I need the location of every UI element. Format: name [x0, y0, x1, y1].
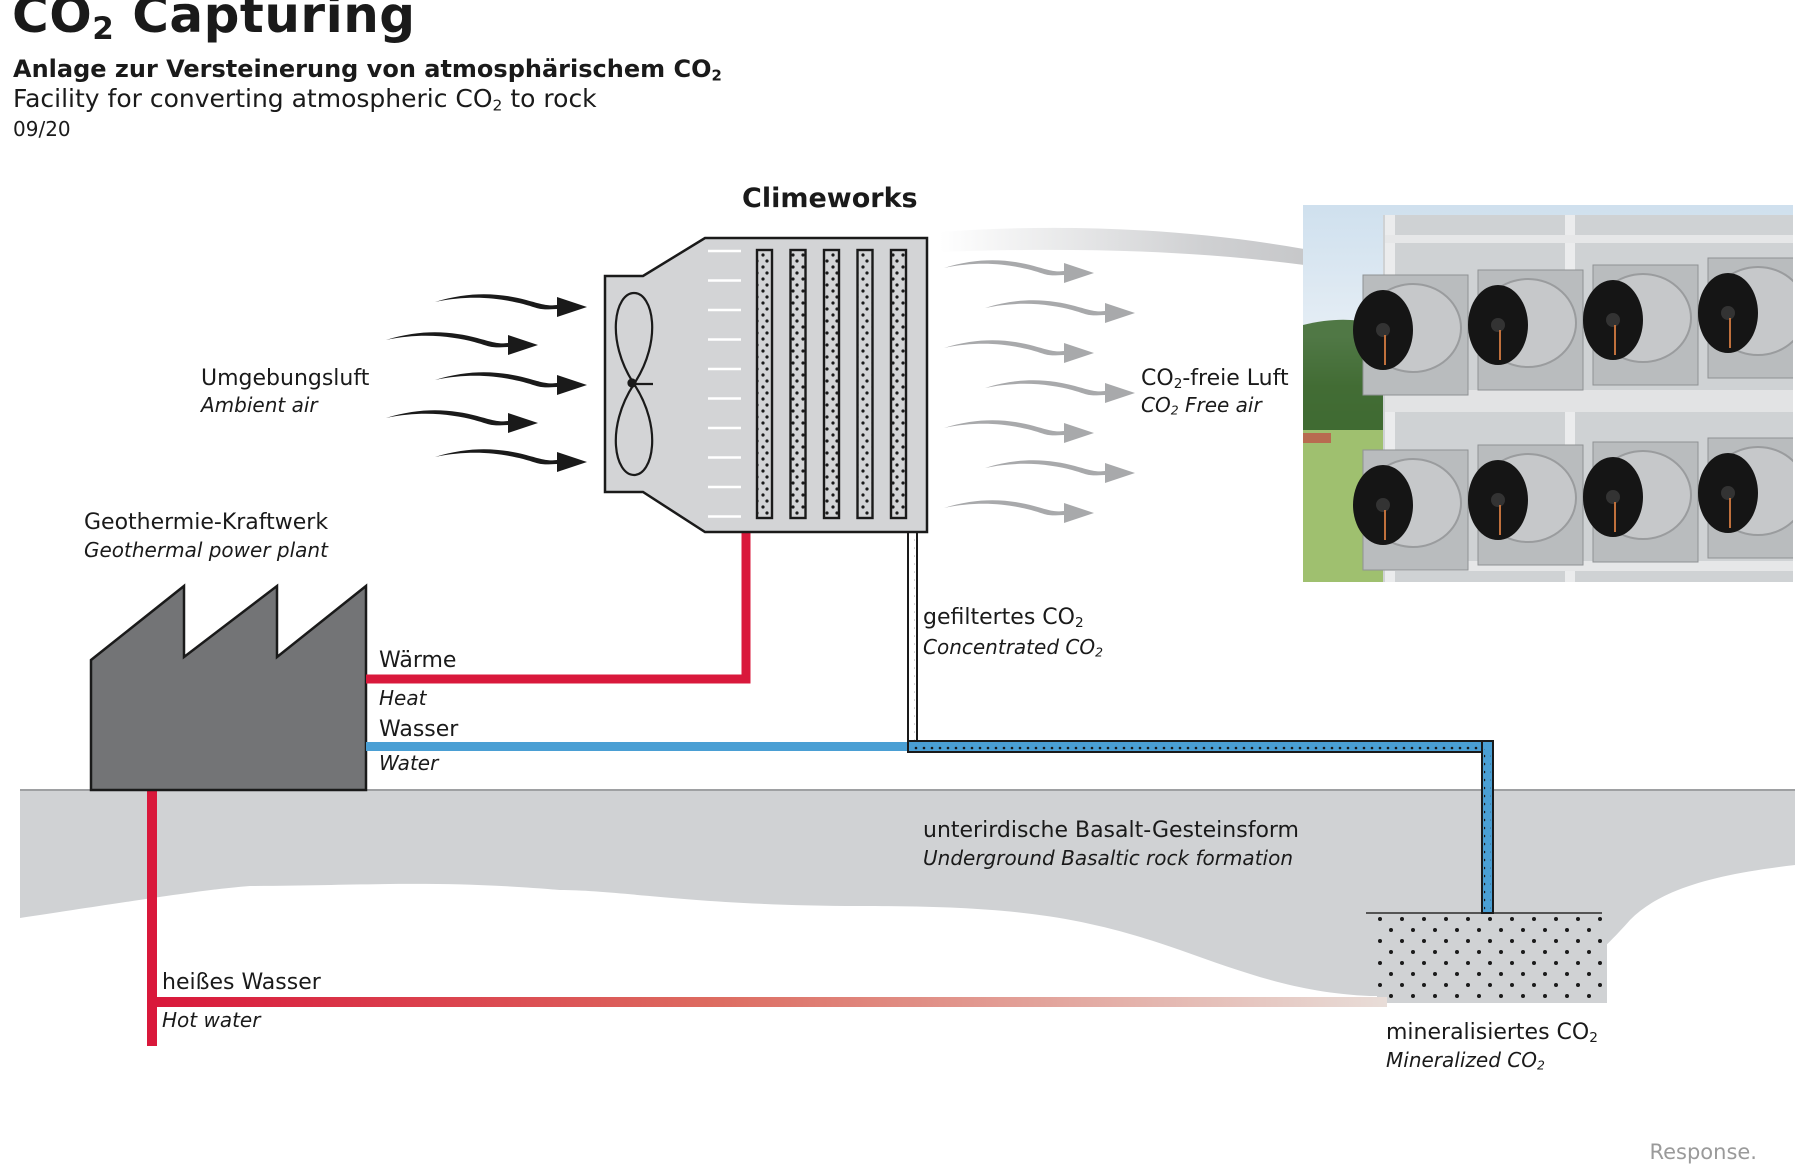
co2-free-air-arrows	[944, 260, 1135, 523]
dac-fan-unit	[1468, 444, 1584, 566]
heat-label-en: Heat	[379, 686, 427, 710]
co2-free-air-arrow	[985, 460, 1135, 483]
dac-fan-unit	[1468, 269, 1584, 391]
photo-pointer-beam	[940, 227, 1470, 298]
power-plant-label-en: Geothermal power plant	[84, 538, 328, 562]
rock-formation-label-en: Underground Basaltic rock formation	[923, 846, 1293, 870]
co2-free-air-arrow	[985, 380, 1135, 403]
ambient-air-arrow	[435, 294, 587, 317]
subtitle-english: Facility for converting atmospheric CO2 …	[13, 84, 597, 115]
filter-columns	[755, 248, 908, 520]
rock-formation-label-de: unterirdische Basalt-Gesteinsform	[923, 818, 1299, 843]
response-watermark: Response.	[1649, 1140, 1757, 1164]
hot-water-label-en: Hot water	[162, 1008, 261, 1032]
co2-free-air-arrow	[944, 340, 1094, 363]
dac-fan-unit	[1353, 274, 1469, 396]
filter-column	[822, 248, 841, 520]
water-label-en: Water	[379, 751, 439, 775]
ambient-air-arrow	[435, 449, 587, 472]
ambient-air-arrow	[435, 372, 587, 395]
co2-free-air-label-de: CO2-freie Luft	[1141, 366, 1289, 392]
filtered-co2-label-de: gefiltertes CO2	[923, 605, 1084, 631]
filter-column	[789, 248, 807, 520]
airflow-vents	[708, 249, 741, 518]
heat-pipe	[366, 532, 751, 684]
ambient-air-label-en: Ambient air	[201, 393, 318, 417]
geothermal-power-plant-icon	[89, 583, 368, 792]
underground-rock-formation	[20, 790, 1795, 996]
dac-fan-unit	[1583, 264, 1699, 386]
co2-free-air-arrow	[985, 300, 1135, 323]
hot-water-pipe-horizontal	[157, 997, 1387, 1007]
mineralized-co2-label-en: Mineralized CO2	[1386, 1048, 1545, 1073]
subtitle-german: Anlage zur Versteinerung von atmosphäris…	[13, 55, 722, 85]
water-label-de: Wasser	[379, 717, 459, 742]
water-pipe	[366, 742, 913, 751]
fan-array-illustration	[1303, 215, 1793, 582]
climeworks-collector	[603, 236, 929, 534]
fan-icon	[614, 291, 654, 477]
co2-free-air-arrow	[944, 500, 1094, 523]
power-plant-label-de: Geothermie-Kraftwerk	[84, 510, 329, 535]
filtered-co2-label-en: Concentrated CO2	[923, 635, 1103, 660]
facility-photo	[1303, 205, 1793, 582]
hot-water-pipe-vertical	[147, 790, 157, 1046]
page-title: CO2 Capturing	[12, 0, 416, 47]
co2-free-air-arrow	[944, 420, 1094, 443]
hot-water-label-de: heißes Wasser	[162, 970, 321, 995]
co2-free-air-label-en: CO2 Free air	[1141, 393, 1262, 418]
filter-column	[889, 248, 908, 520]
heat-label-de: Wärme	[379, 648, 457, 673]
dac-fan-unit	[1698, 257, 1793, 379]
dac-fan-unit	[1353, 449, 1469, 571]
mineralized-co2-label-de: mineralisiertes CO2	[1386, 1020, 1598, 1046]
ambient-air-arrow	[386, 410, 538, 433]
mineralized-co2-pool	[1377, 913, 1607, 1003]
date-label: 09/20	[13, 117, 71, 141]
co2-free-air-arrow	[944, 260, 1094, 283]
concentrated-co2-pipe	[907, 531, 1494, 914]
ambient-air-arrow	[386, 332, 538, 355]
ambient-air-label-de: Umgebungsluft	[201, 366, 370, 391]
dac-fan-unit	[1698, 437, 1793, 559]
ambient-air-arrows	[386, 294, 587, 472]
climeworks-label: Climeworks	[742, 183, 918, 214]
filter-column	[755, 248, 774, 520]
dac-fan-unit	[1583, 441, 1699, 563]
filter-column	[856, 248, 874, 520]
